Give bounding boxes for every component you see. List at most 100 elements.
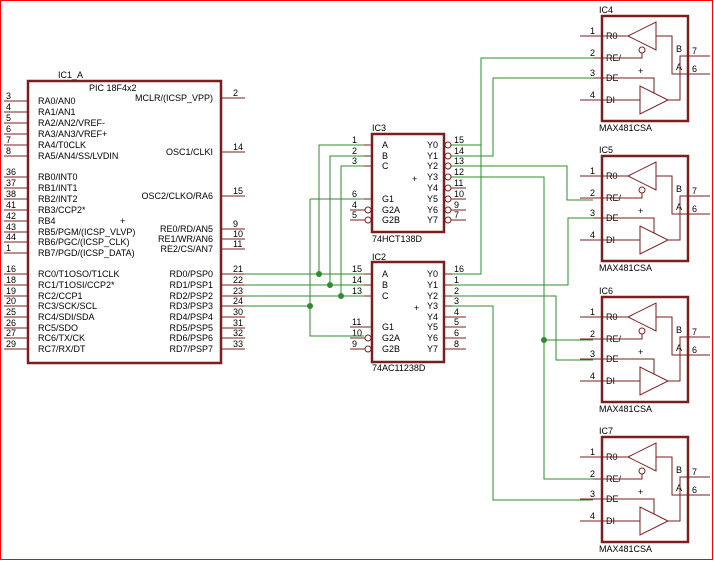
ic1-left-pin-label: RC6/TX/CK bbox=[38, 333, 85, 343]
ic1-right-pin-label: RD1/PSP1 bbox=[169, 280, 213, 290]
ic3-output-bubble bbox=[444, 162, 452, 170]
max481-value: MAX481CSA bbox=[599, 123, 652, 133]
max481-pin-number: 1 bbox=[590, 26, 595, 36]
wire-ic3-y3 bbox=[452, 176, 593, 480]
ic2-right-pin-label: Y7 bbox=[427, 344, 438, 354]
ic1-right-pin-number: 23 bbox=[233, 286, 243, 296]
max481-re-bubble bbox=[638, 327, 646, 335]
max481-origin-mark: + bbox=[638, 487, 643, 497]
ic2-left-pin-label: C bbox=[382, 291, 389, 301]
ic1-left-pin-label: RC7/RX/DT bbox=[38, 344, 86, 354]
ic2-right-pin-number: 1 bbox=[454, 275, 459, 285]
ic3-output-bubble bbox=[444, 184, 452, 192]
ic2-left-pin-label: A bbox=[382, 269, 388, 279]
ic1-right-pin-number: 32 bbox=[233, 328, 243, 338]
max481-de-link bbox=[602, 217, 655, 233]
ic2-right-pin-number: 2 bbox=[454, 286, 459, 296]
max481-pin-number: 4 bbox=[590, 230, 595, 240]
ic3-right-pin-label: Y1 bbox=[427, 151, 438, 161]
max481-pin-number: 6 bbox=[692, 64, 697, 74]
ic1-right-pin-label: RD5/PSP5 bbox=[169, 323, 213, 333]
max481-name: IC6 bbox=[599, 286, 613, 296]
ic2-input-bubble bbox=[364, 334, 372, 342]
ic2-left-pin-number: 14 bbox=[352, 275, 362, 285]
max481-re-bubble bbox=[638, 467, 646, 475]
ic3-right-pin-number: 12 bbox=[454, 167, 464, 177]
ic1-left-pin-number: 20 bbox=[6, 296, 16, 306]
ic1-right-pin-label: OSC2/CLKO/RA6 bbox=[141, 191, 213, 201]
max481-pin-number: 1 bbox=[590, 447, 595, 457]
ic2-left-pin-label: G2B bbox=[382, 344, 400, 354]
ic2-left-pin-label: B bbox=[382, 280, 388, 290]
ic1-left-pin-label: RB1/INT1 bbox=[38, 183, 78, 193]
max481-body bbox=[600, 154, 690, 263]
ic1-left-pin-number: 7 bbox=[6, 135, 11, 145]
ic3-right-pin-label: Y2 bbox=[427, 161, 438, 171]
max481-de-link bbox=[602, 498, 655, 514]
ic1-left-pin-label: RB0/INT0 bbox=[38, 172, 78, 182]
max481-body bbox=[600, 435, 690, 544]
ic1-left-pin-number: 4 bbox=[6, 102, 11, 112]
ic1-left-pin-label: RA0/AN0 bbox=[38, 96, 76, 106]
max481-pin-number: 1 bbox=[590, 307, 595, 317]
ic3-right-pin-label: Y3 bbox=[427, 172, 438, 182]
ic1-left-pin-label: RB6/PGC/(ICSP_CLK) bbox=[38, 237, 130, 247]
ic3-right-pin-number: 9 bbox=[454, 200, 459, 210]
ic1-right-pin-label: MCLR/(ICSP_VPP) bbox=[135, 93, 213, 103]
ic2-left-pin-label: G1 bbox=[382, 322, 394, 332]
wire-ic2-y0 bbox=[452, 58, 482, 275]
wire-ic3-y2 bbox=[452, 165, 593, 201]
max481-b-link bbox=[668, 336, 688, 382]
ic1-right-pin-number: 15 bbox=[233, 186, 243, 196]
max481-value: MAX481CSA bbox=[599, 404, 652, 414]
max481-pin-number: 3 bbox=[590, 208, 595, 218]
ic3-left-pin-label: G1 bbox=[382, 194, 394, 204]
ic1-right-pin-number: 30 bbox=[233, 307, 243, 317]
ic1-right-pin-label: RD4/PSP4 bbox=[169, 312, 213, 322]
max481-receiver bbox=[626, 161, 657, 191]
max481-b-link bbox=[668, 55, 688, 101]
wire-a-to-ic3 bbox=[318, 144, 364, 274]
ic2-right-pin-number: 4 bbox=[454, 307, 459, 317]
ic1-left-pin-number: 1 bbox=[6, 243, 11, 253]
ic3-output-bubble bbox=[444, 206, 452, 214]
ic1-value: PIC 18F4x2 bbox=[89, 83, 137, 93]
ic3-right-pin-label: Y4 bbox=[427, 183, 438, 193]
ic1-left-pin-label: RC5/SDO bbox=[38, 323, 78, 333]
ic1-left-pin-number: 6 bbox=[6, 124, 11, 134]
ic3-left-pin-label: C bbox=[382, 161, 389, 171]
ic3-left-pin-number: 2 bbox=[352, 146, 357, 156]
ic1-left-pin-number: 3 bbox=[6, 91, 11, 101]
max481-a-link bbox=[656, 175, 688, 215]
wire-ic3-y1 bbox=[452, 77, 593, 157]
ic1-left-pin-number: 42 bbox=[6, 211, 16, 221]
max481-pin-number: 3 bbox=[590, 489, 595, 499]
junction-b bbox=[327, 282, 333, 288]
max481-pin-number: 7 bbox=[692, 46, 697, 56]
ic1-left-pin-label: RC2/CCP1 bbox=[38, 291, 83, 301]
ic2-right-pin-label: Y5 bbox=[427, 322, 438, 332]
ic2-right-pin-label: Y4 bbox=[427, 312, 438, 322]
ic1-body bbox=[26, 79, 223, 365]
ic2-value: 74AC11238D bbox=[372, 363, 426, 373]
ic1-right-pin-label: RE2/CS/AN7 bbox=[160, 244, 213, 254]
max481-pin-number: 6 bbox=[692, 345, 697, 355]
max481-re-bubble bbox=[638, 186, 646, 194]
ic3-left-pin-number: 4 bbox=[352, 200, 357, 210]
ic1-right-pin-number: 31 bbox=[233, 318, 243, 328]
max481-b-link bbox=[668, 476, 688, 522]
max481-name: IC4 bbox=[599, 5, 613, 15]
ic2-right-pin-label: Y0 bbox=[427, 269, 438, 279]
ic1-right-pin-label: RD6/PSP6 bbox=[169, 333, 213, 343]
max481-re-link bbox=[602, 53, 643, 59]
ic2-right-pin-label: Y2 bbox=[427, 291, 438, 301]
max481-pin-number: 4 bbox=[590, 511, 595, 521]
ic1-right-pin-label: OSC1/CLKI bbox=[166, 147, 213, 157]
ic3-left-pin-label: G2B bbox=[382, 215, 400, 225]
max481-pin-label: A bbox=[676, 483, 682, 493]
